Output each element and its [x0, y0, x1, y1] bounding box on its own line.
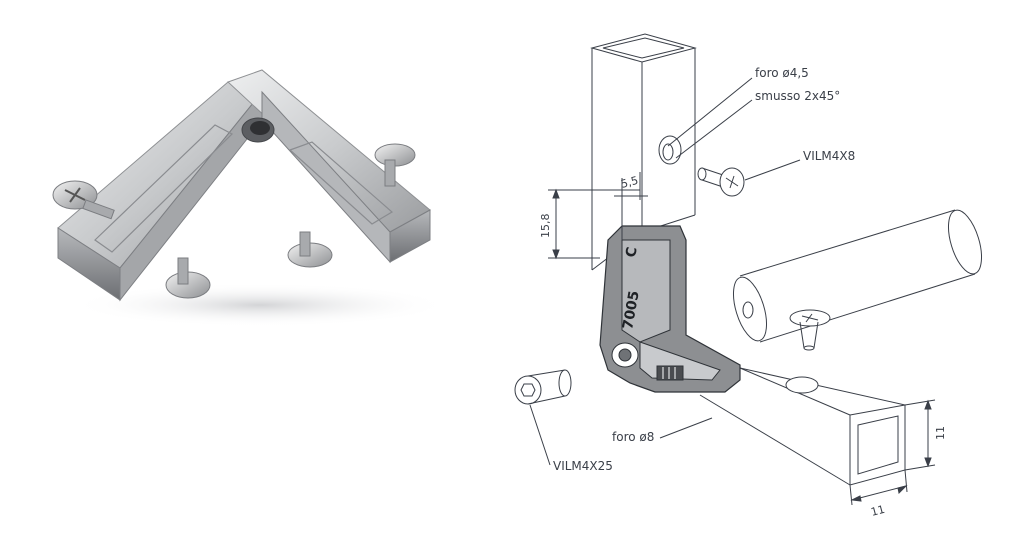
leader-screw-large: [529, 404, 551, 466]
label-hole-small: foro ø4,5: [755, 66, 809, 80]
cylinder-pin: [732, 209, 983, 343]
dim-offset-value: 5,5: [619, 174, 639, 191]
l-bracket-part: 7005 C: [599, 225, 741, 393]
vertical-tube: [590, 33, 697, 271]
screw-cylinder: [789, 309, 831, 351]
bracket-photo: [52, 69, 450, 327]
leader-hole-small: [667, 77, 753, 147]
photo-screw-top-right: [374, 143, 416, 187]
dimension-tube-height: [904, 399, 936, 471]
bracket-right-arm-end: [389, 209, 431, 263]
emboss-panel-right: [288, 141, 394, 225]
leader-chamfer: [675, 99, 753, 159]
technical-drawing: 7005 C: [514, 33, 983, 506]
dim-height-value: 15,8: [539, 214, 552, 239]
leader-screw-small: [744, 159, 801, 181]
photo-screw-bottom-left: [165, 257, 211, 299]
dimension-height: [548, 188, 640, 260]
screw-vilm4x8: [697, 167, 745, 197]
label-hole-large: foro ø8: [612, 430, 654, 444]
part-letter-marking: C: [623, 246, 641, 259]
dim-tube-height-value: 11: [934, 426, 947, 440]
label-screw-small: VILM4X8: [803, 149, 855, 163]
photo-screw-bottom-middle: [287, 231, 333, 268]
tube-hole-large: [785, 376, 819, 394]
label-screw-large: VILM4X25: [553, 459, 613, 473]
photo-shadow: [70, 283, 450, 327]
dimension-tube-width: [849, 469, 908, 506]
corner-hole-inner: [250, 121, 270, 135]
photo-screw-left: [52, 180, 115, 220]
horizontal-tube: [699, 367, 906, 486]
label-chamfer: smusso 2x45°: [755, 89, 840, 103]
dimension-offset: [614, 172, 648, 240]
screw-vilm4x25: [514, 369, 572, 405]
dim-tube-width-value: 11: [869, 503, 886, 519]
emboss-panel-left: [94, 124, 234, 253]
leader-hole-large: [659, 417, 713, 439]
part-model-marking: 7005: [620, 290, 643, 331]
